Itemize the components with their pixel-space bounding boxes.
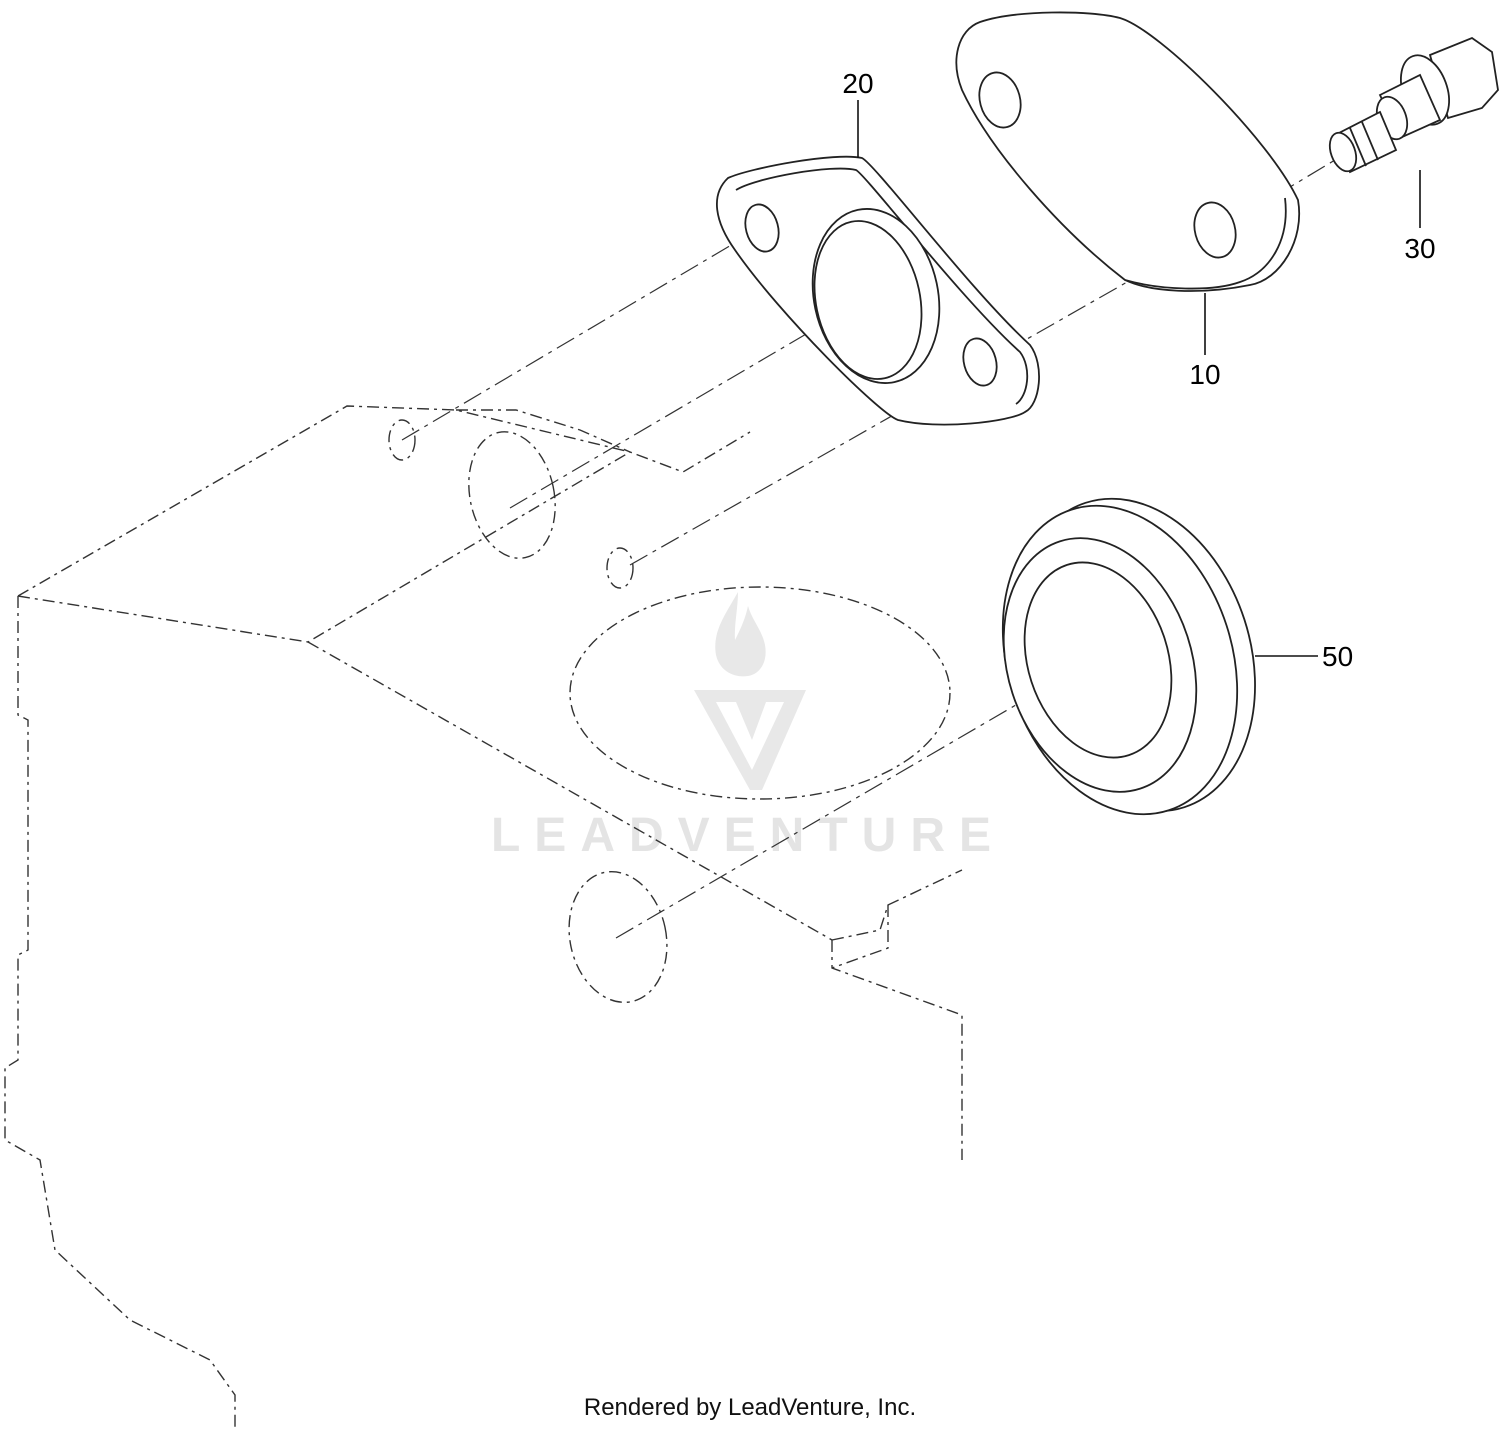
flame-logo-icon	[694, 592, 806, 790]
engine-block-outline	[4, 405, 963, 1430]
watermark-text: LEADVENTURE	[491, 809, 1005, 862]
callout-50-label: 50	[1322, 641, 1353, 672]
rendered-by-footer: Rendered by LeadVenture, Inc.	[583, 1394, 917, 1421]
part-50-seal[interactable]	[965, 467, 1294, 845]
callout-20-label: 20	[842, 68, 873, 99]
callout-30-label: 30	[1404, 233, 1435, 264]
callout-10-label: 10	[1189, 359, 1220, 390]
leadventure-watermark: LEADVENTURE	[491, 592, 1005, 862]
part-30-fitting[interactable]	[1325, 36, 1499, 175]
part-10-cover-plate[interactable]	[955, 11, 1301, 292]
leader-lines	[857, 100, 1421, 657]
part-20-gasket[interactable]	[716, 155, 1040, 426]
